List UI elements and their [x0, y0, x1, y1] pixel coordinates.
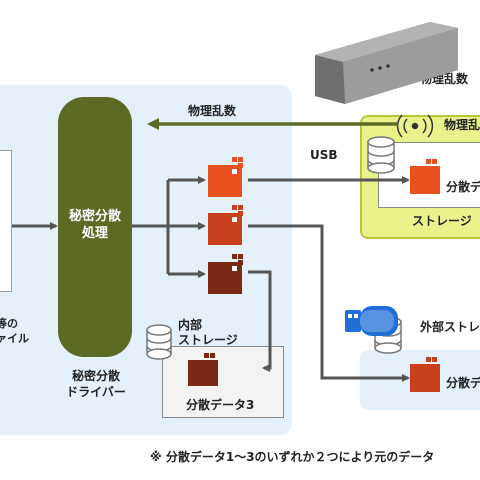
- shard-icon-internal: [188, 353, 218, 386]
- driver-to-shards-arrows: [132, 176, 206, 278]
- driver-caption: 秘密分散 ドライバー: [66, 369, 126, 399]
- shard-external-label: 分散デ: [446, 376, 480, 390]
- database-icon-internal: [146, 324, 172, 360]
- external-storage-label: 外部ストレ: [420, 320, 480, 334]
- physical-random-label-usb: 物理乱数: [444, 118, 480, 132]
- usb-random-device-icon: [315, 22, 458, 104]
- shard-icon-3: [208, 254, 243, 294]
- shard-icon-usb: [410, 159, 440, 194]
- physical-random-arrow-label: 物理乱数: [188, 104, 237, 118]
- database-icon-usb: [367, 136, 395, 174]
- shard-internal-label: 分散データ3: [186, 398, 255, 412]
- shard-icon-external: [410, 357, 440, 392]
- footnote: ※ 分散データ1〜3のいずれか２つにより元のデータ: [150, 450, 435, 464]
- file-caption: 等の ァイル: [0, 317, 29, 345]
- internal-storage-box: [162, 346, 284, 418]
- shard-icon-1: [208, 157, 243, 197]
- usb-label: USB: [310, 148, 338, 162]
- usb-stick-icon: [345, 306, 398, 336]
- driver-label: 秘密分散 処理: [68, 209, 121, 241]
- shard-icon-2: [208, 205, 243, 245]
- shard-usb-label: 分散デ: [446, 180, 480, 194]
- source-file-box: [0, 150, 12, 292]
- shard-output-arrows: [248, 176, 410, 382]
- secret-sharing-driver: [58, 97, 132, 357]
- random-signal-icon: [396, 114, 434, 138]
- usb-storage-label: ストレージ: [412, 214, 472, 228]
- internal-storage-label: 内部 ストレージ: [178, 318, 238, 347]
